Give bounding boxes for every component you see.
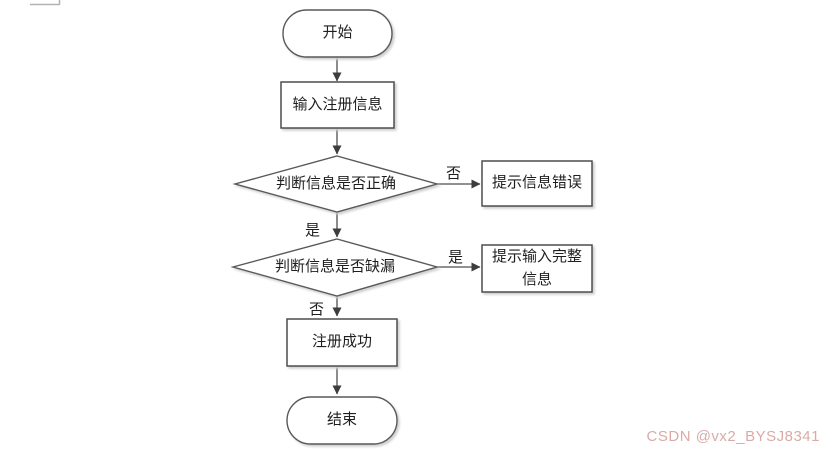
end-node-shape: [286, 396, 398, 445]
check-info-missing-node-shape: [230, 238, 440, 297]
prompt-complete-info-node-shape: [481, 244, 593, 293]
check-info-correct-node-shape: [232, 155, 440, 213]
register-success-node-shape: [286, 318, 398, 367]
input-register-info-node-shape: [280, 81, 395, 129]
cropped-border-corner-line: [30, 0, 61, 6]
flow-edges: [332, 57, 481, 395]
prompt-info-error-node-shape: [481, 160, 593, 207]
csdn-watermark: CSDN @vx2_BYSJ8341: [646, 428, 820, 445]
start-node-shape: [282, 9, 393, 58]
flow-nodes: [230, 9, 593, 445]
